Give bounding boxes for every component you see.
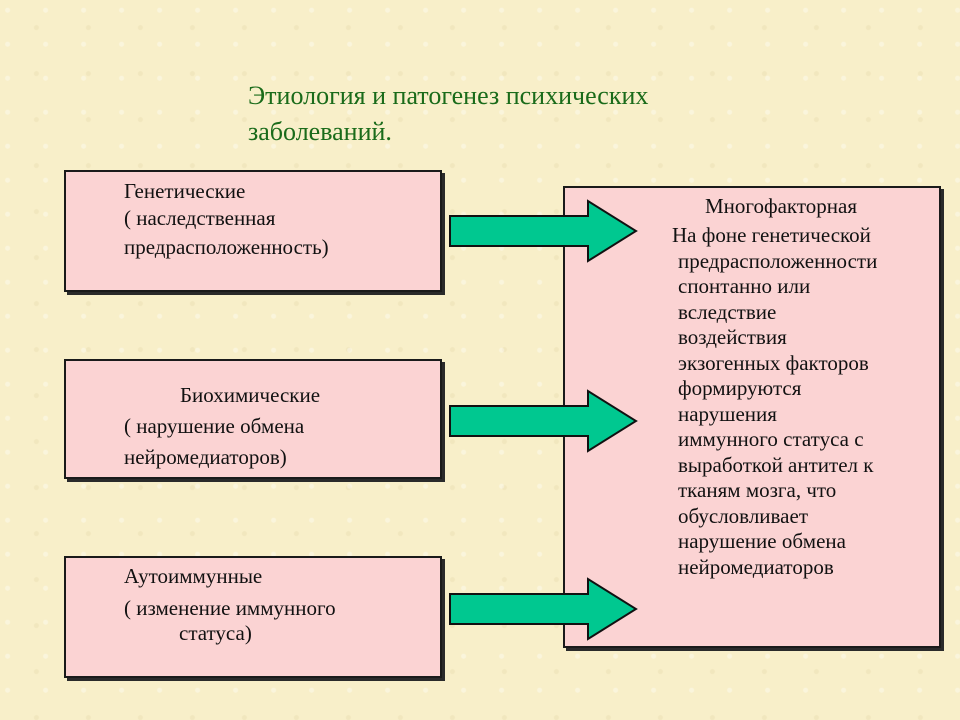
description-line: экзогенных факторов — [678, 350, 869, 375]
genetic-factors-box: Генетические ( наследственная предраспол… — [64, 170, 442, 292]
description-line: спонтанно или — [678, 274, 811, 298]
biochemical-detail-1: ( нарушение обмена — [124, 414, 305, 438]
description-line: обусловливает — [678, 503, 808, 528]
description-line: предрасположенности — [678, 248, 878, 273]
description-line: тканям мозга, что — [678, 478, 837, 502]
slide-title: Этиология и патогенез психических заболе… — [248, 78, 808, 150]
title-line-2: заболеваний. — [248, 117, 392, 146]
autoimmune-detail-2: статуса) — [179, 621, 252, 645]
genetic-detail-1: ( наследственная — [124, 206, 276, 230]
multifactorial-description: На фоне генетической предрасположенности… — [672, 223, 936, 580]
description-line: формируются — [678, 376, 802, 400]
multifactorial-box: Многофакторная На фоне генетической пред… — [563, 186, 941, 648]
biochemical-detail-2: нейромедиаторов) — [124, 445, 287, 469]
genetic-detail-2: предрасположенность) — [124, 235, 329, 259]
multifactorial-heading: Многофакторная — [705, 194, 857, 218]
autoimmune-detail-1: ( изменение иммунного — [124, 596, 336, 620]
description-line: нарушение обмена — [678, 529, 846, 553]
arrow-right-icon — [449, 199, 638, 263]
description-line: нейромедиаторов — [678, 554, 834, 579]
description-line: воздействия — [678, 325, 787, 349]
description-line: нарушения — [678, 401, 777, 426]
autoimmune-heading: Аутоиммунные — [124, 564, 263, 588]
genetic-heading: Генетические — [124, 179, 246, 203]
arrow-right-icon — [449, 389, 638, 453]
description-line: иммунного статуса с — [678, 427, 864, 451]
arrow-right-icon — [449, 577, 638, 641]
biochemical-heading: Биохимические — [180, 383, 321, 407]
autoimmune-factors-box: Аутоиммунные ( изменение иммунного стату… — [64, 556, 442, 678]
biochemical-factors-box: Биохимические ( нарушение обмена нейроме… — [64, 359, 442, 479]
description-line: выработкой антител к — [678, 452, 874, 477]
title-line-1: Этиология и патогенез психических — [248, 81, 649, 110]
description-line: вследствие — [678, 299, 777, 324]
description-line: На фоне генетической — [672, 223, 871, 247]
